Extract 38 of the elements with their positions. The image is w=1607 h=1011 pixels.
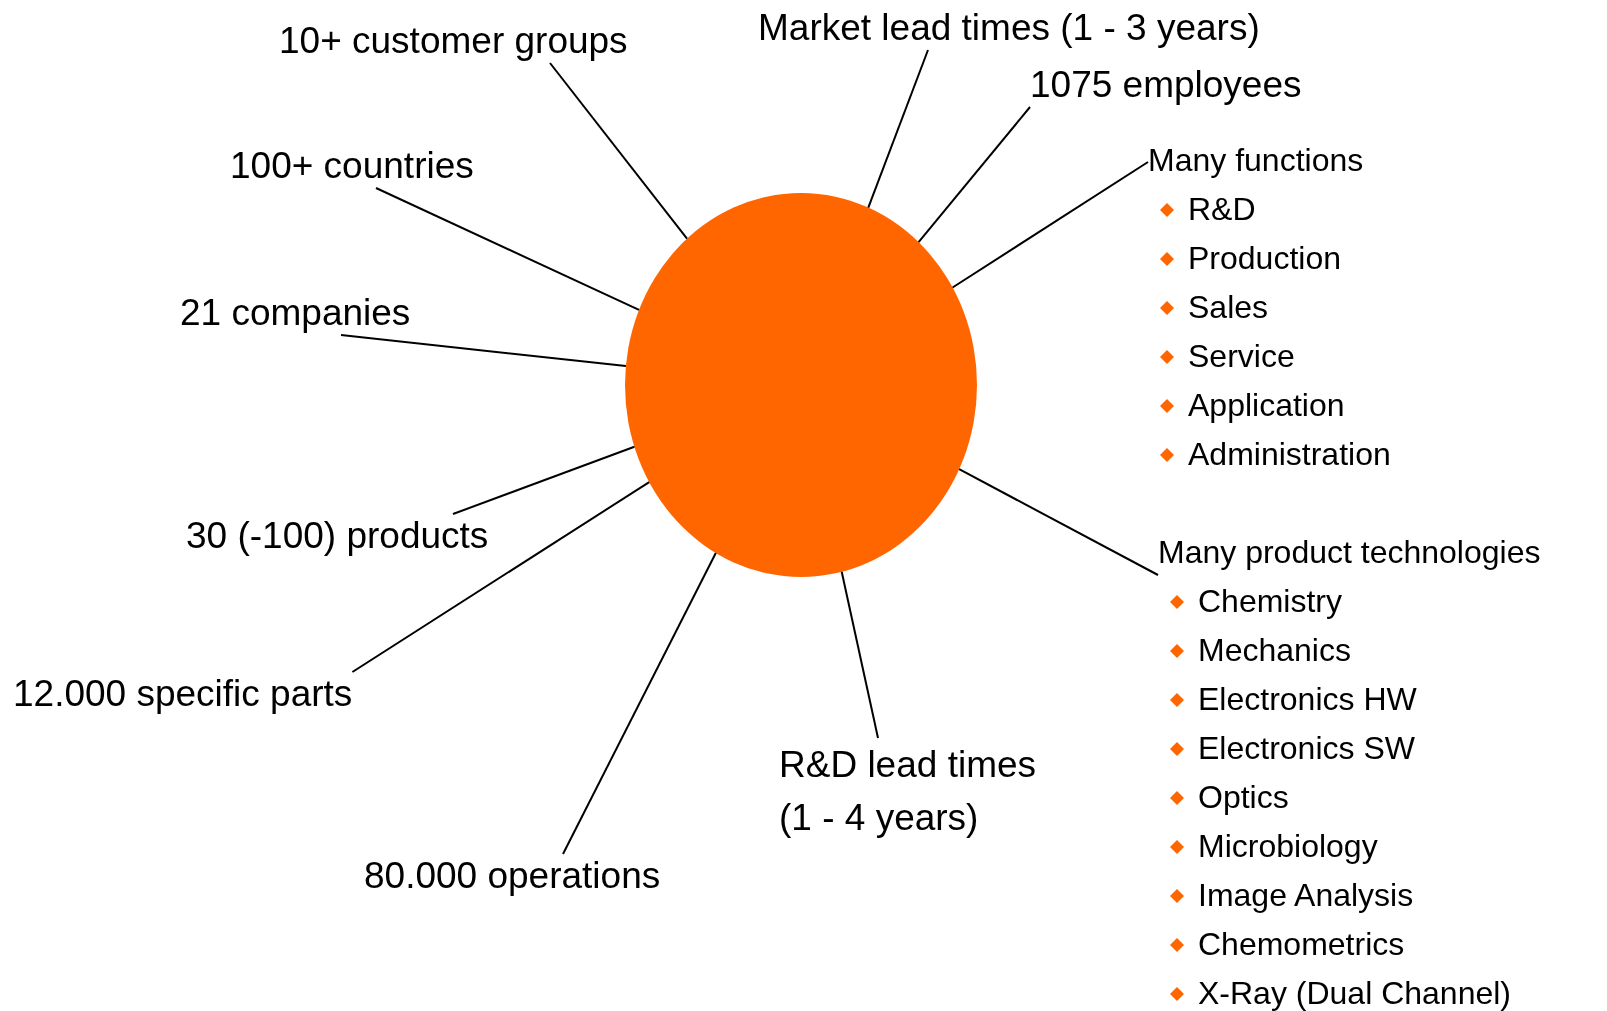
callout-label: 1075 employees	[1030, 63, 1302, 107]
callout-label: 100+ countries	[230, 144, 474, 188]
list-item: Production	[1188, 239, 1341, 278]
callout-label: R&D lead times (1 - 4 years)	[779, 738, 1059, 844]
list-item: X-Ray (Dual Channel)	[1198, 974, 1511, 1011]
leader-line	[951, 161, 1149, 289]
list-item: R&D	[1188, 190, 1256, 229]
callout-label: 10+ customer groups	[279, 19, 628, 63]
list-item: Chemistry	[1198, 582, 1342, 621]
list-item: Mechanics	[1198, 631, 1351, 670]
callout-label: 80.000 operations	[364, 854, 661, 898]
list-item: Microbiology	[1198, 827, 1378, 866]
leader-line	[562, 552, 717, 855]
list-heading: Many product technologies	[1158, 533, 1541, 572]
callout-label: 30 (-100) products	[186, 514, 489, 558]
leader-line	[452, 445, 636, 515]
list-item: Optics	[1198, 778, 1289, 817]
list-item: Chemometrics	[1198, 925, 1405, 964]
list-item: Application	[1188, 386, 1345, 425]
list-item: Electronics SW	[1198, 729, 1415, 768]
leader-line	[351, 481, 651, 673]
leader-line	[840, 570, 879, 739]
list-item: Image Analysis	[1198, 876, 1414, 915]
leader-line	[549, 62, 688, 240]
leader-line	[375, 187, 640, 311]
circle	[625, 193, 977, 577]
list-item: Sales	[1188, 288, 1269, 327]
leader-line	[958, 468, 1159, 576]
leader-line	[917, 106, 1031, 244]
list-item: Electronics HW	[1198, 680, 1417, 719]
list-item: Service	[1188, 337, 1295, 376]
leader-line	[867, 49, 929, 209]
callout-label: 12.000 specific parts	[13, 672, 353, 716]
callout-label: Market lead times (1 - 3 years)	[758, 6, 1260, 50]
list-item: Administration	[1188, 435, 1391, 474]
callout-label: 21 companies	[180, 291, 411, 335]
leader-line	[340, 334, 627, 367]
list-heading: Many functions	[1148, 141, 1365, 180]
